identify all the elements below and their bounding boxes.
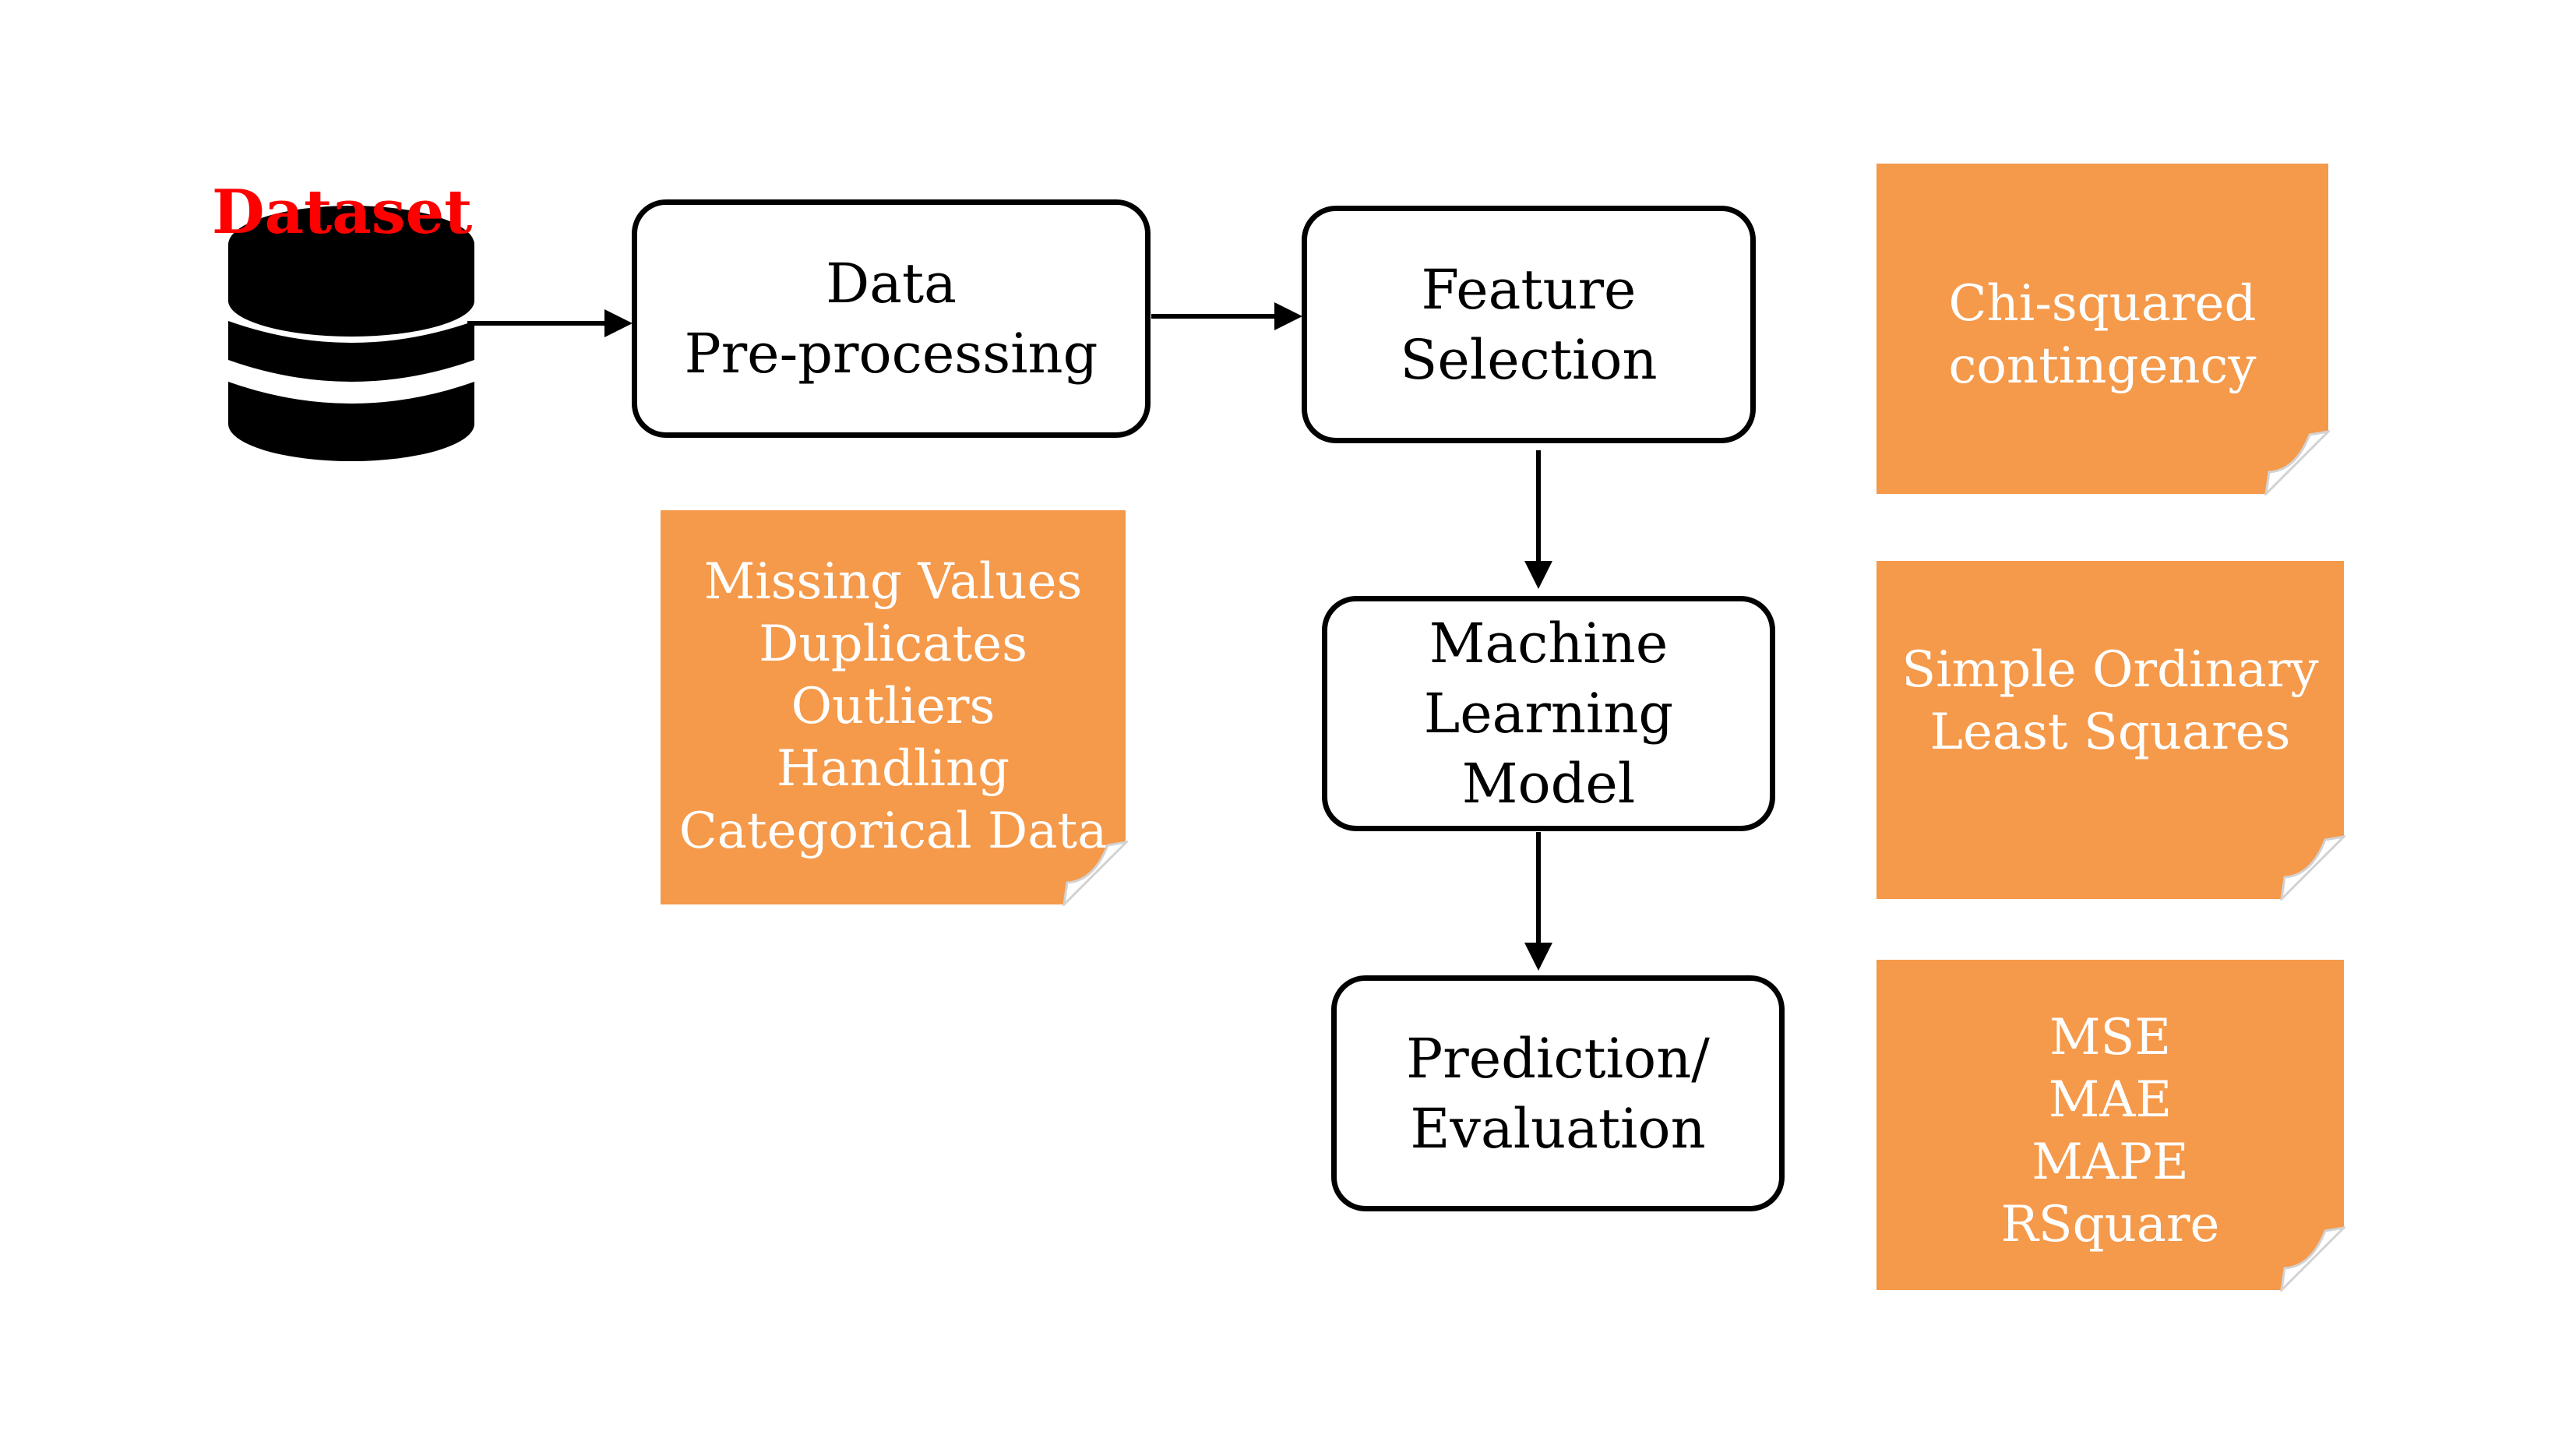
evaluation-box: Prediction/ Evaluation <box>1331 975 1785 1211</box>
evaluation-line-2: Evaluation <box>1410 1096 1706 1161</box>
model-box: Machine Learning Model <box>1322 596 1775 831</box>
note-item: Least Squares <box>1929 703 2291 761</box>
model-line-2: Learning <box>1423 682 1674 746</box>
feature-selection-line-1: Feature <box>1421 257 1637 322</box>
note-item: Handling <box>776 740 1010 798</box>
preprocessing-line-2: Pre-processing <box>684 322 1098 386</box>
feature-selection-line-2: Selection <box>1400 327 1658 392</box>
note-item: Chi-squared <box>1948 275 2257 333</box>
preprocessing-box: Data Pre-processing <box>632 199 1151 438</box>
note-item: Simple Ordinary <box>1901 641 2319 699</box>
model-note: Simple Ordinary Least Squares <box>1876 561 2344 899</box>
page-curl-icon <box>1062 841 1128 906</box>
note-item: Duplicates <box>759 615 1027 673</box>
note-item: MAPE <box>2032 1133 2189 1191</box>
page-curl-icon <box>2264 430 2330 495</box>
model-line-3: Model <box>1461 752 1636 816</box>
model-line-1: Machine <box>1429 612 1669 675</box>
feature-selection-note: Chi-squared contingency <box>1876 164 2328 494</box>
page-curl-icon <box>2280 1226 2345 1292</box>
evaluation-note: MSE MAE MAPE RSquare <box>1876 960 2344 1290</box>
note-item: RSquare <box>2000 1196 2220 1253</box>
note-item: contingency <box>1948 337 2257 395</box>
page-curl-icon <box>2280 835 2345 901</box>
note-item: Categorical Data <box>678 802 1108 860</box>
preprocessing-note: Missing Values Duplicates Outliers Handl… <box>661 510 1126 904</box>
preprocessing-line-1: Data <box>826 252 957 316</box>
evaluation-line-1: Prediction/ <box>1406 1026 1710 1091</box>
dataset-label: Dataset <box>212 177 473 248</box>
note-item: MSE <box>2049 1009 2172 1066</box>
feature-selection-box: Feature Selection <box>1302 206 1756 443</box>
note-item: Outliers <box>791 678 996 735</box>
note-item: MAE <box>2048 1071 2173 1129</box>
database-icon <box>228 206 474 461</box>
note-item: Missing Values <box>703 553 1083 611</box>
